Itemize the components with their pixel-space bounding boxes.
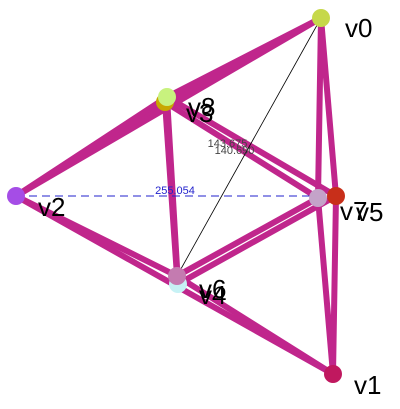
edge-v0-v8 bbox=[164, 15, 324, 100]
vertex-label-v0: v0 bbox=[345, 13, 372, 43]
vertex-v8 bbox=[158, 88, 176, 106]
vertex-label-v6: v6 bbox=[199, 274, 226, 304]
vertex-v5 bbox=[327, 187, 345, 205]
vertex-label-v3: v3 bbox=[186, 98, 213, 128]
measure-label: 140.690 bbox=[215, 145, 255, 157]
vertex-label-v4: v4 bbox=[199, 280, 226, 310]
vertex-v2 bbox=[7, 187, 25, 205]
edge-v8-v5 bbox=[164, 94, 339, 199]
vertex-label-v7: v7 bbox=[340, 196, 367, 226]
edge-v6-v7 bbox=[174, 195, 321, 279]
measure-label: 143.675 bbox=[208, 138, 248, 150]
vertex-label-v2: v2 bbox=[38, 192, 65, 222]
edge-v6-v1 bbox=[174, 273, 336, 377]
vertex-label-v5: v5 bbox=[356, 197, 383, 227]
measure-line-v0-v6 bbox=[176, 17, 322, 277]
vertex-v6 bbox=[168, 267, 186, 285]
edge-v8-v4 bbox=[164, 94, 181, 287]
edge-v2-v8 bbox=[13, 94, 170, 199]
vertex-v1 bbox=[324, 365, 342, 383]
measure-label: 255.054 bbox=[155, 185, 195, 197]
edge-v0-v7 bbox=[315, 15, 324, 201]
edge-v4-v5 bbox=[175, 193, 339, 287]
edge-v5-v1 bbox=[330, 193, 339, 377]
vertex-label-v1: v1 bbox=[354, 370, 381, 400]
vertex-label-v8: v8 bbox=[188, 92, 215, 122]
vertex-v0 bbox=[312, 9, 330, 27]
edge-v3-v7 bbox=[162, 99, 321, 201]
vertex-v7 bbox=[309, 189, 327, 207]
